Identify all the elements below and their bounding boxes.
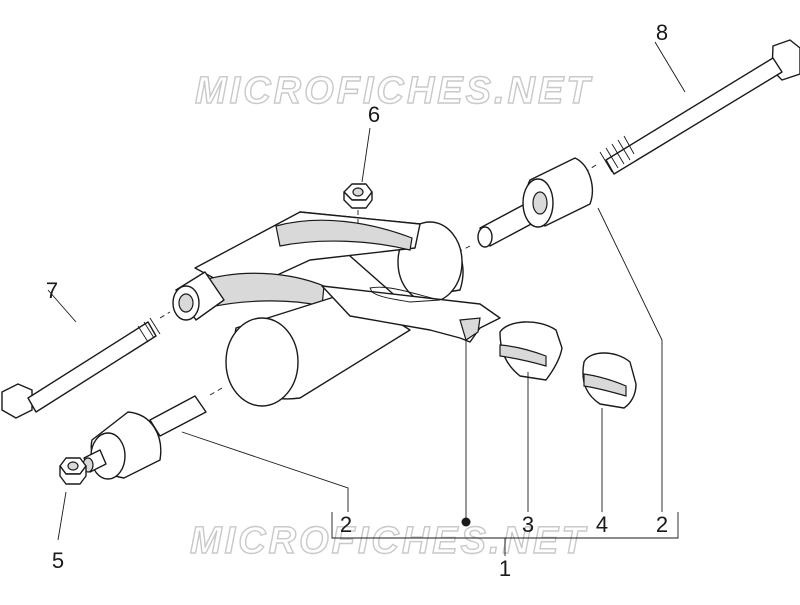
nut-upper <box>343 183 373 209</box>
callout-4: 4 <box>596 512 608 537</box>
callout-2-right: 2 <box>656 512 668 537</box>
bushing-left <box>82 395 207 480</box>
leader-2-left <box>181 431 349 512</box>
callout-2-left: 2 <box>340 512 352 537</box>
bolt-upper <box>599 39 800 175</box>
fork-dot <box>461 517 471 527</box>
bolt-upper-thread <box>599 135 635 173</box>
callout-6: 6 <box>368 102 380 127</box>
leader-lines <box>47 41 686 556</box>
callout-5: 5 <box>52 548 64 573</box>
callout-7: 7 <box>46 278 58 303</box>
bolt-left-thread <box>137 317 161 343</box>
callout-8: 8 <box>656 20 668 45</box>
axis-dash-left <box>159 311 171 319</box>
callout-1: 1 <box>499 556 511 581</box>
watermark-bottom: MICROFICHES.NET <box>190 520 588 562</box>
swing-arm <box>172 211 501 407</box>
leader-7 <box>47 289 77 323</box>
axis-dash-bushing-left <box>209 387 223 396</box>
nut-lower <box>59 457 87 485</box>
bushing-right <box>477 157 593 248</box>
bolt-left <box>1 317 161 419</box>
clip-4 <box>582 352 637 409</box>
clip-3 <box>499 321 563 381</box>
watermark-top: MICROFICHES.NET <box>195 70 593 112</box>
callout-3: 3 <box>522 512 534 537</box>
leader-8 <box>654 41 686 93</box>
leader-5 <box>57 491 67 541</box>
leader-2-right <box>597 207 663 512</box>
leader-6 <box>361 127 371 183</box>
